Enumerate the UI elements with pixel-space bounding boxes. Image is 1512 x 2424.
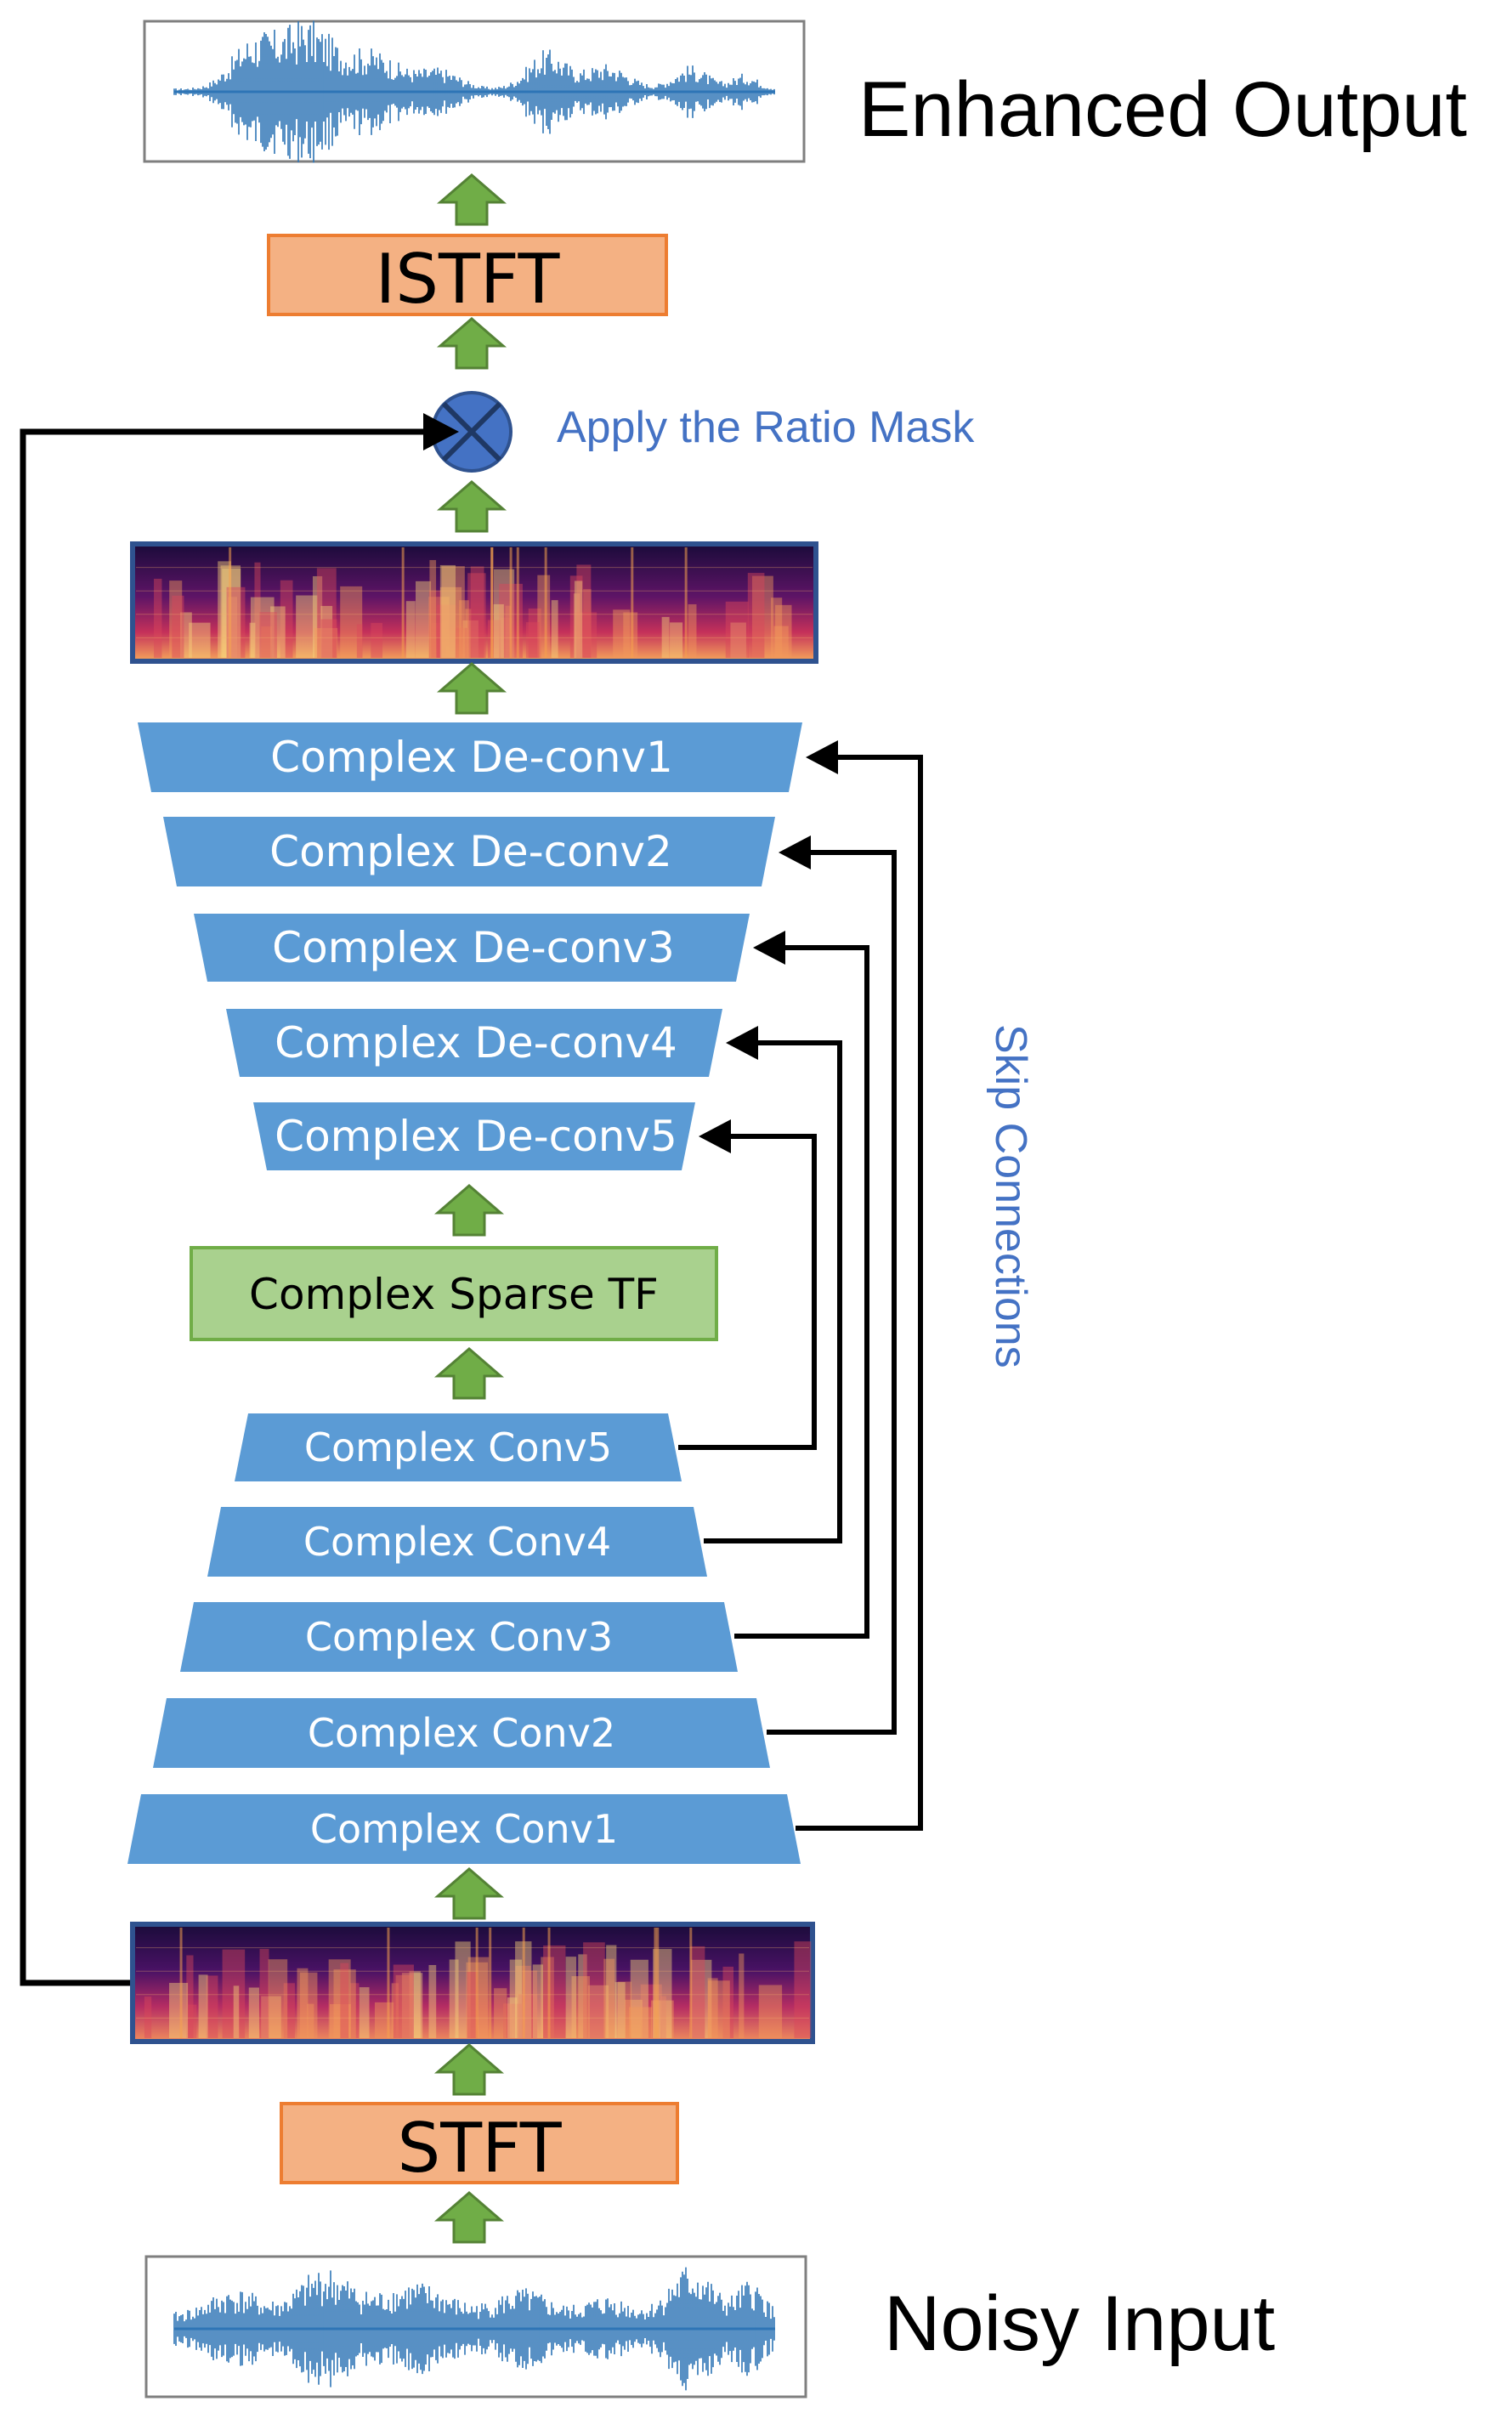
spectrogram-icon — [136, 1928, 812, 2038]
stft-block: STFT — [280, 2102, 679, 2188]
apply-mask-label: Apply the Ratio Mask — [557, 403, 975, 452]
decoder-block-3: Complex De-conv3 — [194, 914, 750, 982]
decoder-block-label: Complex De-conv1 — [270, 733, 673, 782]
up-arrow-icon — [436, 480, 507, 533]
encoder-block-label: Complex Conv5 — [304, 1424, 612, 1470]
output-spectrogram — [130, 541, 818, 664]
skip-connection-1 — [796, 740, 923, 1831]
decoder-block-5: Complex De-conv5 — [253, 1102, 695, 1170]
stft-label: STFT — [397, 2109, 562, 2188]
encoder-block-3: Complex Conv3 — [180, 1602, 738, 1672]
decoder-block-1: Complex De-conv1 — [138, 722, 802, 792]
encoder-block-2: Complex Conv2 — [153, 1698, 770, 1768]
up-arrow-icon — [433, 2043, 505, 2096]
skip-connection-4 — [704, 1026, 842, 1543]
skip-connection-2 — [767, 835, 897, 1735]
up-arrow-icon — [433, 1184, 505, 1237]
decoder-block-label: Complex De-conv4 — [275, 1018, 677, 1068]
skip-connections-label: Skip Connections — [986, 1024, 1035, 1368]
spectrogram-icon — [136, 547, 813, 658]
sparse-tf-block: Complex Sparse TF — [190, 1246, 718, 1341]
multiply-icon — [431, 391, 512, 473]
waveform-icon — [173, 2267, 775, 2391]
noisy-input-label: Noisy Input — [884, 2280, 1275, 2367]
enhanced-output-label: Enhanced Output — [858, 66, 1467, 153]
noisy-input-waveform — [144, 2255, 807, 2399]
decoder-block-label: Complex De-conv3 — [272, 923, 675, 972]
sparse-tf-label: Complex Sparse TF — [249, 1270, 659, 1319]
encoder-block-label: Complex Conv3 — [305, 1614, 613, 1660]
enhanced-output-waveform — [143, 20, 806, 163]
up-arrow-icon — [436, 662, 507, 715]
istft-block: ISTFT — [267, 234, 668, 319]
up-arrow-icon — [436, 173, 507, 226]
mask-feed-line — [20, 428, 423, 1986]
encoder-block-label: Complex Conv4 — [303, 1519, 611, 1565]
istft-label: ISTFT — [376, 240, 561, 319]
decoder-block-4: Complex De-conv4 — [226, 1009, 722, 1077]
skip-connection-3 — [734, 931, 869, 1639]
up-arrow-icon — [433, 1867, 505, 1920]
encoder-block-label: Complex Conv1 — [310, 1806, 618, 1852]
decoder-block-label: Complex De-conv2 — [269, 827, 672, 876]
encoder-block-label: Complex Conv2 — [308, 1710, 615, 1756]
decoder-block-2: Complex De-conv2 — [163, 817, 775, 886]
decoder-block-label: Complex De-conv5 — [275, 1112, 677, 1161]
skip-connection-5 — [678, 1119, 817, 1450]
up-arrow-icon — [436, 317, 507, 370]
encoder-block-1: Complex Conv1 — [127, 1794, 801, 1864]
waveform-icon — [173, 20, 775, 163]
encoder-block-5: Complex Conv5 — [235, 1413, 682, 1481]
up-arrow-icon — [433, 2191, 505, 2244]
up-arrow-icon — [433, 1347, 505, 1400]
input-spectrogram — [130, 1922, 815, 2044]
encoder-block-4: Complex Conv4 — [207, 1507, 707, 1577]
mask-feed-arrowhead — [423, 413, 459, 450]
